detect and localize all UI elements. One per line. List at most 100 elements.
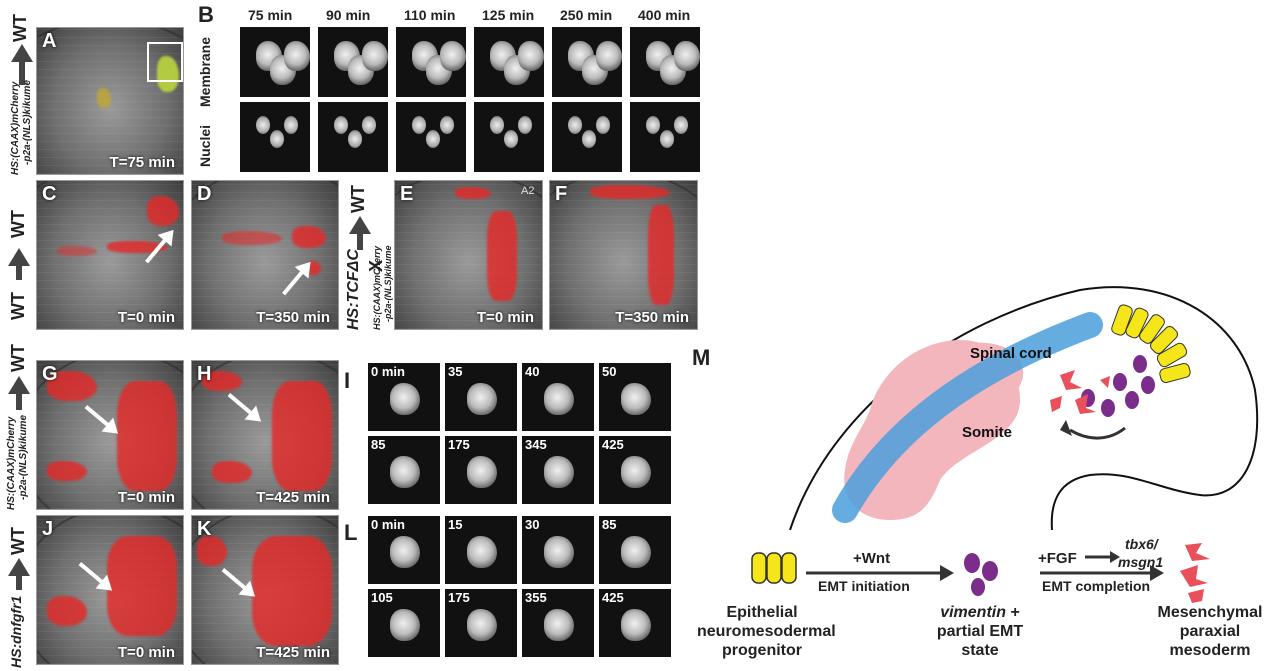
- timelapse-frame: 425: [599, 436, 671, 504]
- side-label-wt: WT: [8, 210, 28, 238]
- time-header: 75 min: [248, 7, 293, 23]
- time-label: T=0 min: [117, 309, 175, 326]
- somite-label: Somite: [962, 424, 1012, 441]
- cell-cluster: [117, 381, 177, 491]
- panel-letter: C: [42, 183, 57, 205]
- up-arrow-stem: [16, 392, 22, 410]
- cell-shape: [621, 456, 651, 488]
- arrow-head-2: [1150, 565, 1164, 581]
- nuclei-image: [552, 102, 622, 172]
- side-label-transgene: HS:(CAAX)mCherry: [372, 245, 382, 330]
- membrane-image: [474, 27, 544, 97]
- panel-e: A2 E T=0 min: [394, 180, 543, 330]
- cell-shape: [544, 383, 574, 415]
- timelapse-frame: 0 min: [368, 363, 440, 431]
- cell-cluster: [292, 226, 326, 248]
- cell-shape: [544, 456, 574, 488]
- timelapse-frame: 175: [445, 436, 517, 504]
- plus-label: +: [1006, 604, 1020, 621]
- cell-cluster: [157, 56, 179, 92]
- panel-letter-i: I: [344, 368, 351, 393]
- spinal-cord: [832, 312, 1103, 523]
- nucleus: [270, 130, 284, 148]
- mesenchymal-cells: [1050, 370, 1110, 414]
- frame-time-label: 50: [602, 364, 617, 379]
- panel-letter: F: [555, 183, 568, 205]
- cell-cluster: [197, 536, 227, 566]
- cell-cluster: [202, 371, 242, 391]
- timelapse-frame: 175: [445, 589, 517, 657]
- side-label-tcf: HS:TCFΔC: [345, 249, 362, 330]
- row-label-membrane: Membrane: [197, 36, 213, 107]
- side-label-transgene-2: -p2a-(NLS)kikume: [22, 79, 33, 165]
- panel-letter: J: [42, 518, 54, 540]
- pathway-icons: [751, 543, 1210, 603]
- embryo-outline: [395, 181, 542, 329]
- nucleus: [412, 116, 426, 134]
- up-arrow-stem: [16, 574, 22, 590]
- cell-shape: [621, 536, 651, 568]
- nucleus: [348, 130, 362, 148]
- panel-letter: H: [197, 363, 212, 385]
- frame-time-label: 0 min: [371, 364, 405, 379]
- membrane-image: [318, 27, 388, 97]
- cell-cluster: [590, 185, 670, 199]
- stage-mesenchymal: Mesenchymal paraxial mesoderm: [1145, 603, 1275, 660]
- panel-g: G T=0 min: [36, 360, 184, 510]
- timelapse-frame: 425: [599, 589, 671, 657]
- time-header: 250 min: [560, 7, 613, 23]
- cell-shape: [621, 609, 651, 641]
- arrow-head-1: [940, 565, 954, 581]
- up-arrow-stem: [357, 232, 363, 250]
- inset-box: [147, 42, 183, 82]
- side-label-transgene-2: -p2a-(NLS)kikume: [18, 414, 29, 500]
- stage-text-line: mesoderm: [1169, 642, 1251, 659]
- stage-text-line: Mesenchymal: [1157, 604, 1263, 621]
- timelapse-frame: 85: [599, 516, 671, 584]
- timelapse-frame: 50: [599, 363, 671, 431]
- cell-shape: [544, 609, 574, 641]
- nucleus: [440, 116, 454, 134]
- time-header: 90 min: [326, 7, 371, 23]
- nucleus: [646, 116, 660, 134]
- stage-text-line: state: [961, 642, 999, 659]
- membrane-image: [240, 27, 310, 97]
- nucleus: [596, 116, 610, 134]
- partial-emt-cells: [1081, 355, 1155, 417]
- side-label-transgene: HS:(CAAX)mCherry: [10, 81, 21, 175]
- curved-arrow-icon: [1069, 426, 1126, 440]
- gene-label-1: tbx6/: [1125, 536, 1158, 552]
- stage-partial: vimentin + partial EMT state: [920, 603, 1040, 660]
- time-header: 125 min: [482, 7, 535, 23]
- embryo-outline: [550, 181, 697, 329]
- cell-cluster: [47, 371, 97, 401]
- cell-cluster: [57, 246, 97, 256]
- panel-d: D T=350 min: [191, 180, 339, 330]
- panel-letter: D: [197, 183, 212, 205]
- nucleus: [284, 116, 298, 134]
- frame-time-label: 105: [371, 590, 393, 605]
- nucleus: [504, 130, 518, 148]
- frame-time-label: 35: [448, 364, 463, 379]
- nucleus: [334, 116, 348, 134]
- cell-cluster: [47, 596, 87, 626]
- membrane-image: [396, 27, 466, 97]
- cell-shape: [390, 609, 420, 641]
- side-label-transgene: HS:(CAAX)mCherry: [6, 416, 17, 510]
- timelapse-frame: 30: [522, 516, 594, 584]
- timelapse-frame: 85: [368, 436, 440, 504]
- cell-cluster: [455, 187, 491, 199]
- nucleus: [568, 116, 582, 134]
- time-label: T=350 min: [256, 309, 330, 326]
- panel-letter: E: [400, 183, 414, 205]
- panel-letter: K: [197, 518, 212, 540]
- cell-shape: [596, 41, 622, 71]
- membrane-image: [630, 27, 700, 97]
- cell-shape: [390, 536, 420, 568]
- time-label: T=0 min: [117, 489, 175, 506]
- frame-time-label: 85: [602, 517, 617, 532]
- membrane-image: [552, 27, 622, 97]
- up-arrow-icon: [8, 558, 30, 576]
- nuclei-image: [396, 102, 466, 172]
- up-arrow-stem: [16, 262, 22, 280]
